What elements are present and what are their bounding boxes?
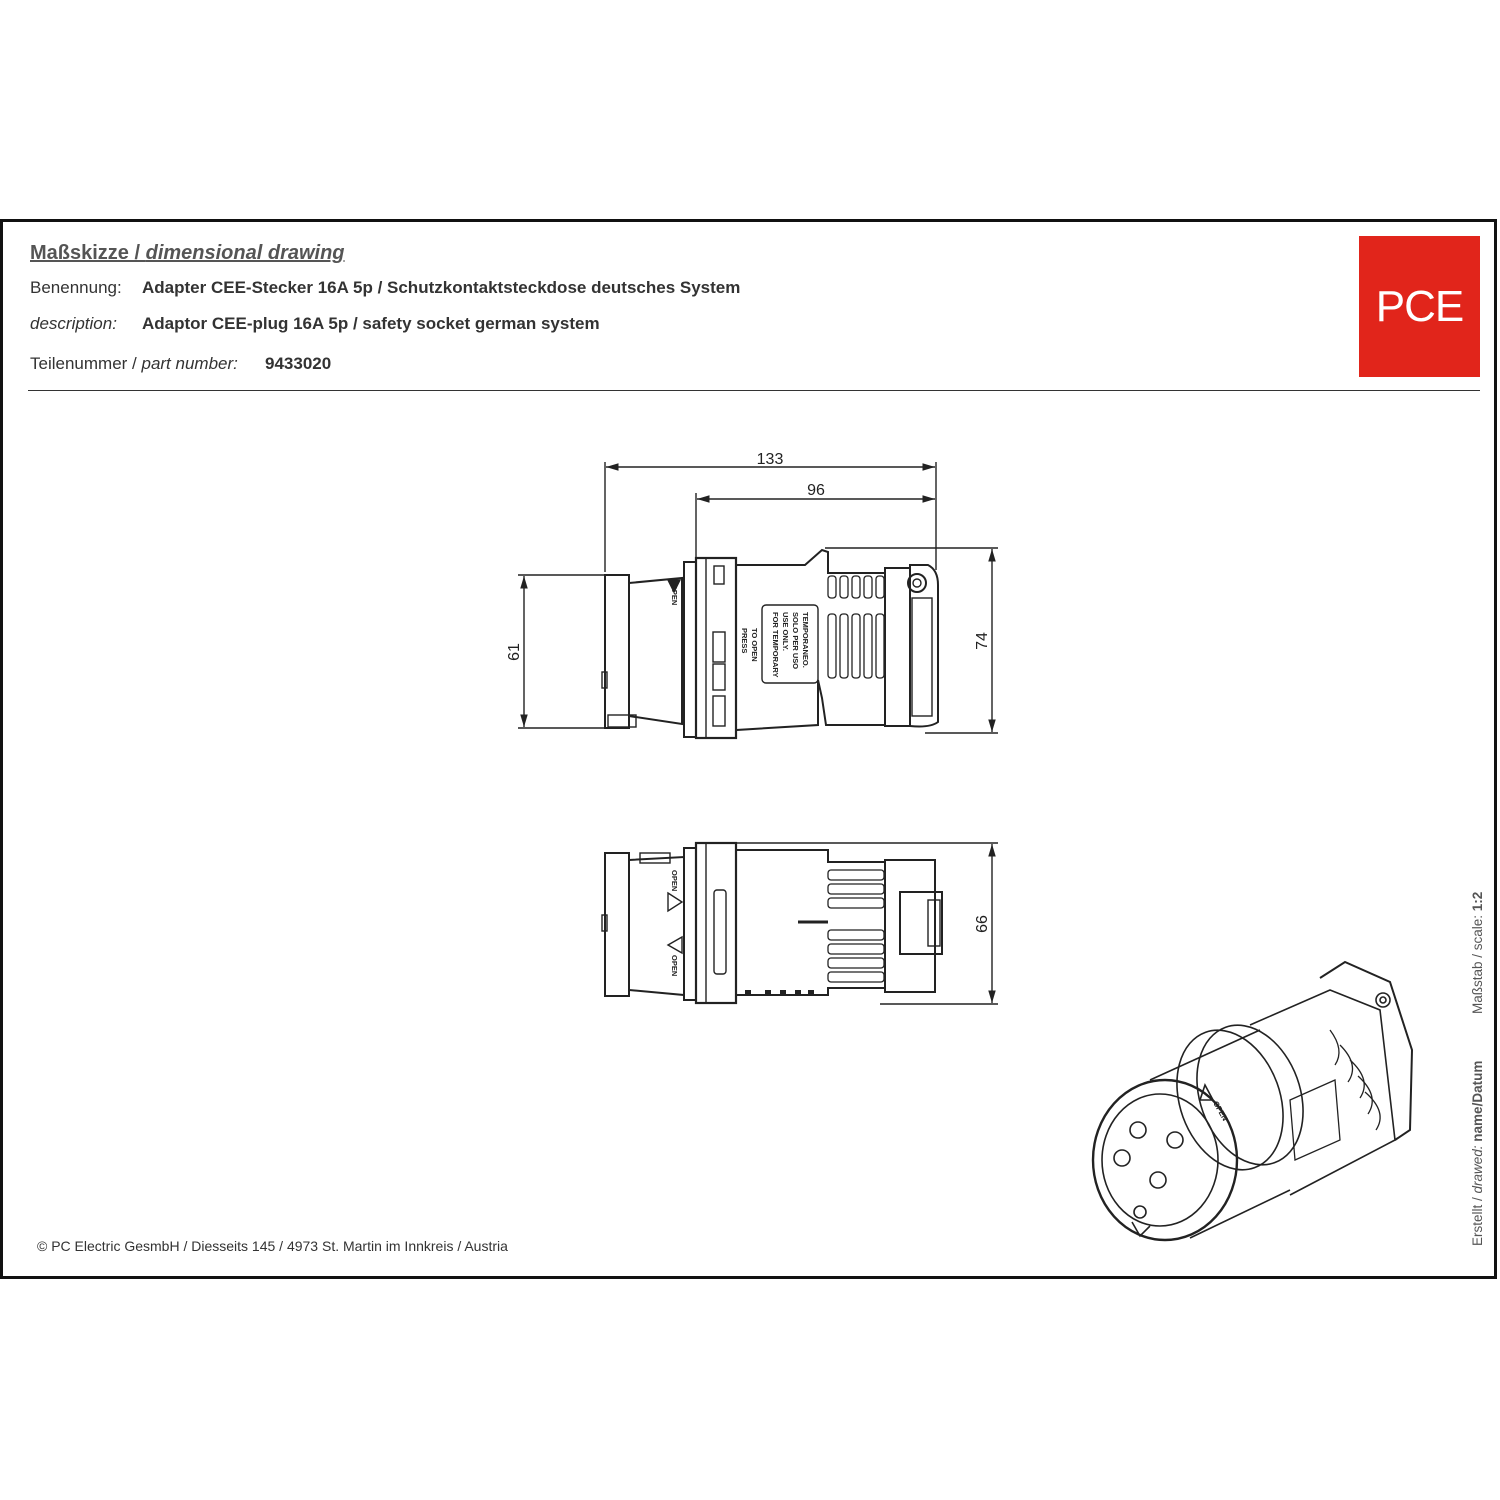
label-temp-4: TEMPORANEO. [801,612,810,668]
pce-logo: PCE [1359,236,1480,377]
dim-socket-length: 96 [807,482,825,499]
label-open-top-2: OPEN [670,955,679,976]
label-open-iso: OPEN [1211,1100,1229,1123]
label-open-top-1: OPEN [670,870,679,891]
part-number-value: 9433020 [265,354,332,373]
side-view [518,462,998,740]
dim-overall-length: 133 [757,451,784,468]
description-value: Adaptor CEE-plug 16A 5p / safety socket … [142,314,600,333]
created-by-field: Erstellt / drawed: name/Datum [1470,1060,1485,1246]
part-number-label: Teilenummer / part number: [30,354,238,373]
label-to-open: TO OPEN [750,628,759,662]
naming-value: Adapter CEE-Stecker 16A 5p / Schutzkonta… [142,278,741,297]
top-view [601,841,998,1005]
description-label: description: [30,314,117,333]
dim-width: 66 [974,915,991,933]
naming-label: Benennung: [30,278,122,297]
isometric-view [1091,960,1414,1242]
drawing-frame [0,219,1497,1279]
label-open-side: OPEN [670,584,679,605]
drawing-title: Maßskizze / dimensional drawing [30,242,345,264]
scale-field: Maßstab / scale: 1:2 [1470,891,1485,1014]
dim-plug-height: 61 [506,643,523,661]
label-temp-3: SOLO PER USO [791,612,800,669]
label-temp-2: USE ONLY. [781,612,790,651]
copyright-footer: © PC Electric GesmbH / Diesseits 145 / 4… [37,1238,508,1254]
header-divider [28,390,1480,391]
dim-socket-height: 74 [974,632,991,650]
label-press: PRESS [740,628,749,653]
label-temp-1: FOR TEMPORARY [771,612,780,678]
